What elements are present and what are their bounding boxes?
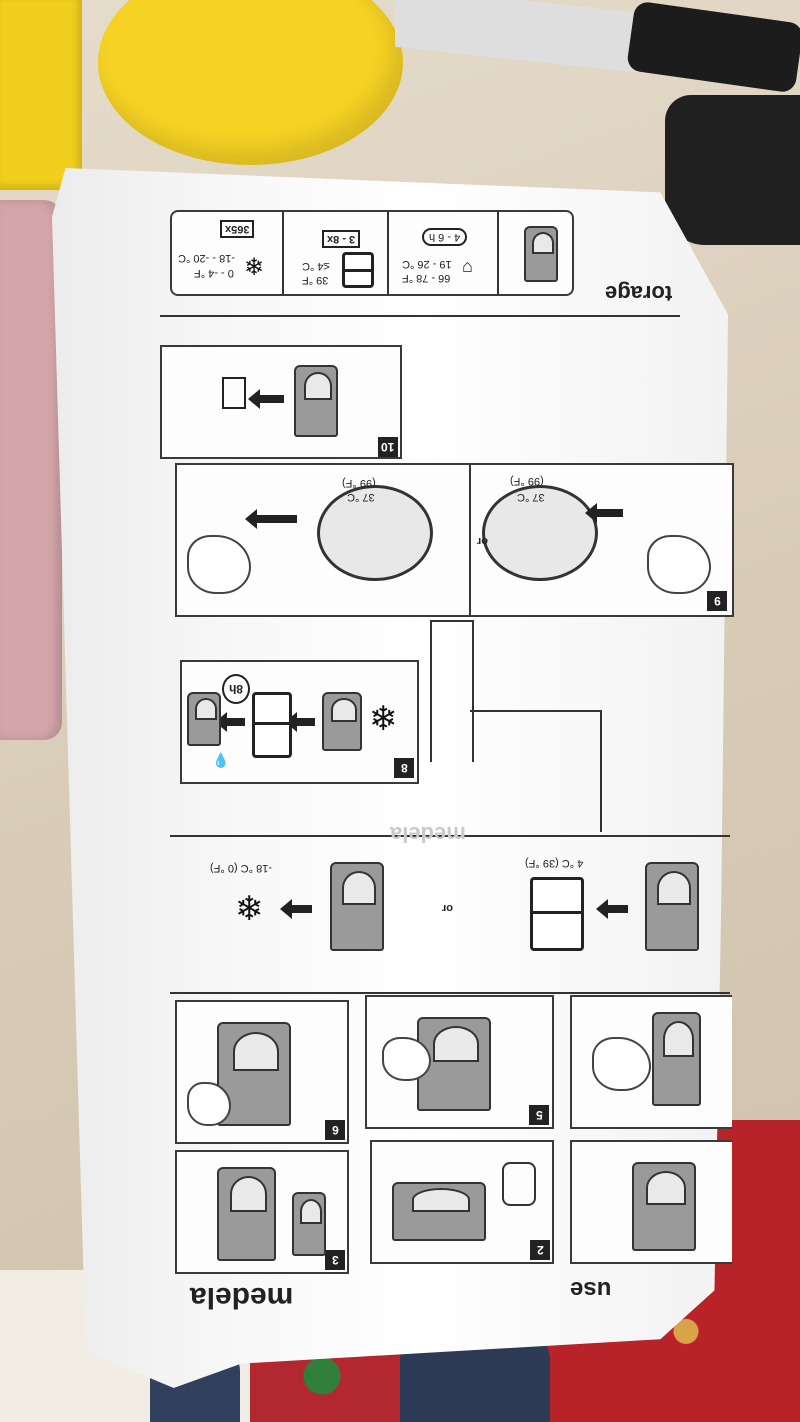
pouch-icon bbox=[292, 1192, 326, 1256]
black-device bbox=[665, 95, 800, 245]
fridge-icon bbox=[530, 877, 584, 951]
drops-icon: 💧 bbox=[212, 752, 230, 768]
step-5-panel: 5 bbox=[365, 995, 554, 1129]
snowflake-icon: ❄ bbox=[244, 254, 265, 281]
warm-temp-f-2: (99 °F) bbox=[510, 475, 544, 487]
pouch-icon bbox=[632, 1162, 696, 1251]
snowflake-icon: ❄ bbox=[369, 700, 398, 738]
freeze-label: -18 °C (0 °F) bbox=[210, 862, 272, 874]
pouch-icon bbox=[187, 692, 221, 746]
step-number: 6 bbox=[325, 1120, 345, 1140]
warm-temp-c: 37 °C bbox=[347, 491, 375, 503]
step-10-panel: 10 bbox=[160, 345, 402, 459]
step-3-panel: 3 bbox=[175, 1150, 349, 1274]
bottle-feeder-icon bbox=[222, 377, 246, 409]
step-6-panel: 6 bbox=[175, 1000, 349, 1144]
step-number: 9 bbox=[707, 591, 727, 611]
pouch-icon bbox=[217, 1167, 276, 1261]
room-temp-f: 66 - 78 °F bbox=[402, 272, 451, 284]
storage-bag-icon bbox=[524, 226, 558, 282]
snowflake-icon: ❄ bbox=[235, 890, 264, 928]
fridge-temp-f: 39 °F bbox=[302, 274, 329, 286]
step-9-panel: 9 37 °C (99 °F) 37 °C (99 °F) or bbox=[175, 463, 734, 617]
hand-icon bbox=[382, 1037, 431, 1081]
pouch-icon bbox=[652, 1012, 701, 1106]
use-heading: use bbox=[570, 1276, 612, 1303]
pouch-icon bbox=[645, 862, 699, 951]
arrow-left-icon bbox=[285, 712, 315, 732]
warming-pot-icon bbox=[317, 485, 433, 581]
hand-icon bbox=[592, 1037, 651, 1091]
step-number: 5 bbox=[529, 1105, 549, 1125]
pink-towel bbox=[0, 200, 62, 740]
pouch-icon bbox=[330, 862, 384, 951]
thermometer-icon: ⌂ bbox=[462, 256, 473, 276]
arrow-left-icon bbox=[248, 389, 284, 409]
warm-temp-f: (99 °F) bbox=[342, 477, 376, 489]
storage-table: ❄ -18 - -20 °C 0 - -4 °F 365x ≤4 °C 39 °… bbox=[170, 210, 574, 296]
step-number: 10 bbox=[378, 437, 398, 457]
fridge-duration: 3 - 8x bbox=[322, 230, 361, 248]
freezer-temp-f: 0 - -4 °F bbox=[194, 267, 234, 279]
step-4-panel bbox=[570, 995, 732, 1129]
storage-options-row: -18 °C (0 °F) ❄ or 4 °C (39 °F) medela bbox=[170, 822, 730, 994]
step-2-panel: 2 bbox=[370, 1140, 554, 1264]
arrow-left-icon bbox=[215, 712, 245, 732]
hand-icon bbox=[187, 535, 251, 594]
or-label: or bbox=[442, 902, 453, 914]
hand-icon bbox=[187, 1082, 231, 1126]
brand-logo: medela bbox=[190, 1281, 294, 1314]
warming-pot-icon-2 bbox=[482, 485, 598, 581]
flow-arrow-right bbox=[470, 710, 602, 832]
fridge-icon bbox=[342, 252, 374, 288]
room-temp-c: 19 - 26 °C bbox=[402, 258, 452, 270]
fridge-icon bbox=[252, 692, 292, 758]
arrow-left-icon bbox=[245, 509, 297, 529]
storage-heading: torage bbox=[605, 281, 673, 306]
step-8-panel: 8 ❄ 8h 💧 bbox=[180, 660, 419, 784]
pouch-icon bbox=[322, 692, 362, 751]
yellow-lid bbox=[98, 0, 403, 165]
arrow-left-icon bbox=[585, 503, 623, 523]
instruction-sheet: torage ❄ -18 - -20 °C 0 - -4 °F 365x ≤4 … bbox=[160, 195, 734, 1330]
room-duration: 4 - 6 h bbox=[422, 228, 468, 246]
step-number: 2 bbox=[530, 1240, 550, 1260]
brand-watermark: medela bbox=[390, 822, 466, 847]
arrow-left-icon bbox=[596, 899, 628, 919]
fridge-temp-c: ≤4 °C bbox=[302, 260, 330, 272]
freezer-duration: 365x bbox=[220, 220, 255, 238]
step-1-panel bbox=[570, 1140, 732, 1264]
freezer-temp-c: -18 - -20 °C bbox=[178, 252, 235, 264]
flow-arrow-up bbox=[430, 620, 474, 762]
bottle-icon bbox=[502, 1162, 536, 1206]
step-number: 8 bbox=[394, 758, 414, 778]
yellow-container bbox=[0, 0, 82, 190]
thaw-time: 8h bbox=[222, 674, 251, 704]
header-rule bbox=[160, 315, 680, 317]
warm-temp-c-2: 37 °C bbox=[517, 491, 545, 503]
pouch-icon bbox=[392, 1182, 486, 1241]
step-number: 3 bbox=[325, 1250, 345, 1270]
pouch-icon bbox=[294, 365, 338, 437]
fridge-label: 4 °C (39 °F) bbox=[525, 857, 584, 869]
or-label: or bbox=[477, 535, 488, 547]
arrow-left-icon bbox=[280, 899, 312, 919]
hand-icon bbox=[647, 535, 711, 594]
